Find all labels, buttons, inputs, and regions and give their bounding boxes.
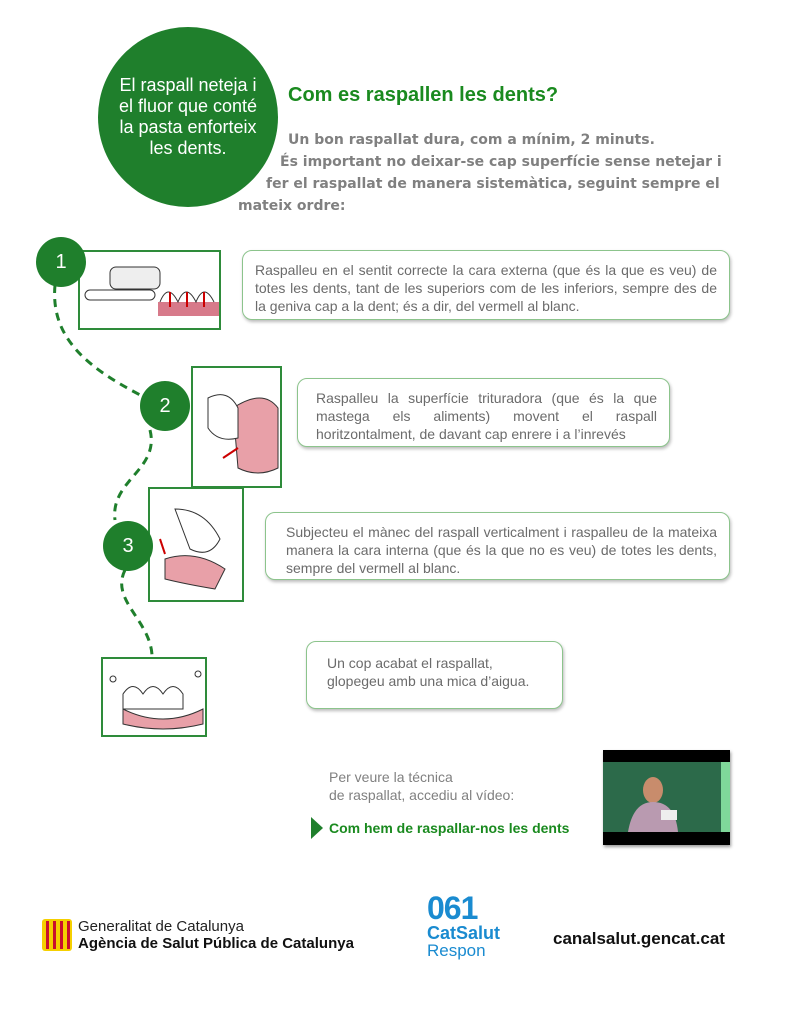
logo-catsalut: CatSalut — [427, 923, 501, 943]
step2-text-box: Raspalleu la superfície trituradora (que… — [297, 378, 670, 447]
step1-illustration — [78, 250, 221, 330]
step-text: Un cop acabat el raspallat, glopegeu amb… — [327, 655, 530, 689]
step3-text-box: Subjecteu el mànec del raspall verticalm… — [265, 512, 730, 580]
video-link[interactable]: Com hem de raspallar-nos les dents — [311, 817, 569, 839]
video-thumbnail[interactable] — [603, 750, 730, 845]
intro-line: mateix ordre: — [238, 198, 346, 214]
rinse-illustration — [101, 657, 207, 737]
tip-text: El raspall neteja i el fluor que conté l… — [118, 75, 258, 158]
page-title: Com es raspallen les dents? — [288, 84, 559, 106]
video-intro: Per veure la técnica de raspallat, acced… — [329, 769, 515, 803]
logo-respon: Respon — [427, 941, 486, 960]
step-number: 1 — [36, 237, 86, 287]
catsalut-logo: 061 CatSalut Respon — [427, 892, 500, 959]
step4-text-box: Un cop acabat el raspallat, glopegeu amb… — [306, 641, 563, 709]
step-number: 2 — [140, 381, 190, 431]
play-arrow-icon — [311, 817, 323, 839]
step-text: Raspalleu la superfície trituradora (que… — [316, 390, 657, 442]
step-number: 3 — [103, 521, 153, 571]
step1-text-box: Raspalleu en el sentit correcte la cara … — [242, 250, 730, 320]
step3-illustration — [148, 487, 244, 602]
intro-line: fer el raspallat de manera sistemàtica, … — [266, 176, 720, 192]
video-link-label[interactable]: Com hem de raspallar-nos les dents — [329, 820, 570, 836]
tip-bubble: El raspall neteja i el fluor que conté l… — [98, 27, 278, 207]
agency-text: Agència de Salut Pública de Catalunya — [78, 935, 354, 952]
catalonia-flag-icon — [42, 919, 72, 951]
website-url[interactable]: canalsalut.gencat.cat — [553, 929, 725, 948]
step-text: Raspalleu en el sentit correcte la cara … — [255, 262, 717, 314]
intro-line: Un bon raspallat dura, com a mínim, 2 mi… — [288, 132, 655, 148]
intro-line: És important no deixar-se cap superfície… — [280, 154, 722, 170]
step-text: Subjecteu el mànec del raspall verticalm… — [286, 524, 717, 576]
step2-illustration — [191, 366, 282, 488]
generalitat-text: Generalitat de Catalunya — [78, 918, 244, 935]
logo-061: 061 — [427, 890, 478, 926]
